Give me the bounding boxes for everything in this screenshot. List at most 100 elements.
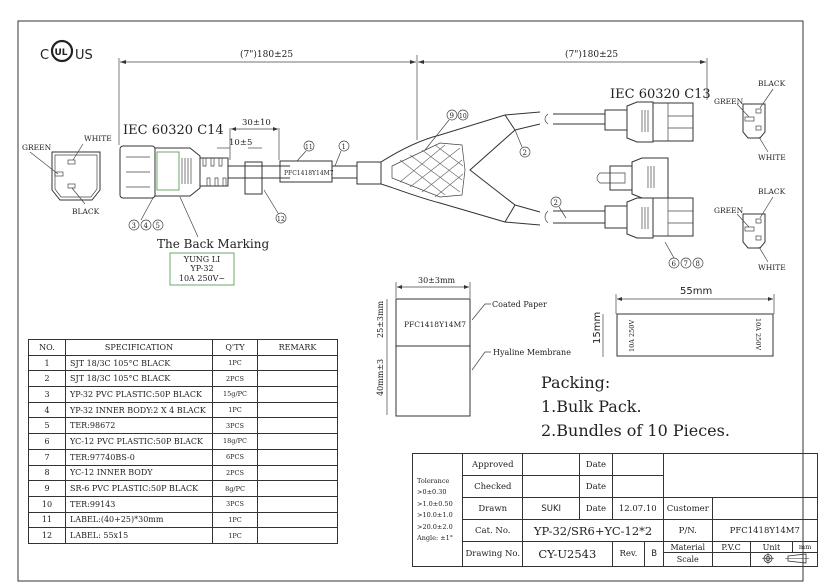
bom-remark <box>257 495 338 513</box>
callout-3-4-5: 3 4 5 <box>128 197 164 231</box>
bom-remark <box>257 386 338 403</box>
bom-no: 5 <box>28 417 66 435</box>
svg-text:UL: UL <box>55 48 68 58</box>
svg-text:PFC1418Y14M7: PFC1418Y14M7 <box>284 170 334 177</box>
bom-no: 8 <box>28 464 66 482</box>
bom-qty: 2PCS <box>212 464 258 482</box>
svg-text:55mm: 55mm <box>680 286 712 297</box>
svg-text:9: 9 <box>450 112 454 120</box>
bom-no: 4 <box>28 401 66 419</box>
svg-text:WHITE: WHITE <box>84 134 112 143</box>
svg-text:7: 7 <box>684 260 688 268</box>
checked-value <box>522 475 581 498</box>
company-area <box>663 453 818 498</box>
svg-text:WHITE: WHITE <box>758 263 786 272</box>
tolerance-line: >10.0±1.0 <box>417 511 453 519</box>
bom-no: 9 <box>28 480 66 497</box>
tolerance-line: >0±0.30 <box>417 488 447 496</box>
bom-qty: 15g/PC <box>212 386 258 403</box>
header-specification: SPECIFICATION <box>65 339 213 356</box>
scale-value <box>711 552 751 567</box>
svg-text:4: 4 <box>144 222 149 230</box>
y-splitter <box>356 111 541 226</box>
checked-date-label: Date <box>579 475 613 498</box>
pn-label: P/N. <box>663 519 713 542</box>
svg-text:2.Bundles of 10 Pieces.: 2.Bundles of 10 Pieces. <box>541 421 730 440</box>
pn-value: PFC1418Y14M7 <box>711 519 818 542</box>
header-remark: REMARK <box>257 339 338 356</box>
svg-text:The Back Marking: The Back Marking <box>157 237 269 251</box>
bom-no: 10 <box>28 495 66 513</box>
bom-spec: TER:99143 <box>65 495 213 513</box>
dimension-cord-left: (7")180±25 <box>118 49 418 145</box>
bom-qty: 6PCS <box>212 448 258 466</box>
svg-text:BLACK: BLACK <box>758 79 786 88</box>
checked-date-value <box>611 475 665 498</box>
svg-text:YUNG LI: YUNG LI <box>183 255 220 264</box>
cord-top <box>544 113 605 125</box>
svg-text:2: 2 <box>554 199 558 207</box>
svg-text:25±3mm: 25±3mm <box>376 300 385 338</box>
svg-text:30±10: 30±10 <box>242 118 271 128</box>
bom-remark <box>257 370 338 388</box>
callout-2-bottom: 2 <box>550 196 567 219</box>
cul-us-logo: C UL US <box>40 39 93 63</box>
c13-plug-top <box>604 101 694 143</box>
callout-9-10: 9 10 <box>424 109 469 151</box>
svg-text:GREEN: GREEN <box>714 97 744 106</box>
svg-text:US: US <box>75 48 93 63</box>
bom-spec: LABEL:(40+25)*30mm <box>65 511 213 529</box>
svg-text:WHITE: WHITE <box>758 153 786 162</box>
svg-text:GREEN: GREEN <box>22 143 52 152</box>
bom-no: 7 <box>28 448 66 466</box>
material-value: P.V.C <box>711 541 751 553</box>
svg-text:10A 250V: 10A 250V <box>754 318 762 350</box>
bom-qty: 8g/PC <box>212 480 258 497</box>
drawn-date-label: Date <box>579 497 613 520</box>
tolerance-block: Tolerance >0±0.30 >1.0±0.50 >10.0±1.0 >2… <box>411 453 464 567</box>
bom-no: 1 <box>28 354 66 372</box>
svg-text:BLACK: BLACK <box>72 207 100 216</box>
bom-spec: YP-32 PVC PLASTIC:50P BLACK <box>65 386 213 403</box>
tolerance-title: Tolerance <box>417 476 450 485</box>
bom-remark <box>257 511 338 529</box>
bom-qty: 2PCS <box>212 370 258 388</box>
bom-no: 2 <box>28 370 66 388</box>
approved-label: Approved <box>462 453 524 476</box>
bom-spec: TER:98672 <box>65 417 213 435</box>
approved-value <box>522 453 581 476</box>
bom-qty: 1PC <box>212 527 258 544</box>
drawing-frame <box>17 20 804 582</box>
bom-spec: YC-12 INNER BODY <box>65 464 213 482</box>
unit-label: Unit <box>749 541 794 553</box>
svg-text:YP-32: YP-32 <box>189 264 213 273</box>
svg-text:(7")180±25: (7")180±25 <box>565 49 618 60</box>
small-label-detail: 55mm 15mm 10A 250V 10A 250V <box>592 286 775 357</box>
bom-remark <box>257 354 338 372</box>
svg-text:BLACK: BLACK <box>758 187 786 196</box>
svg-text:30±3mm: 30±3mm <box>418 276 456 285</box>
svg-text:5: 5 <box>156 222 160 230</box>
bom-spec: TER:97740BS-0 <box>65 448 213 466</box>
bom-remark <box>257 433 338 450</box>
customer-label: Customer <box>663 497 713 520</box>
svg-text:C: C <box>40 48 49 63</box>
svg-text:10A 250V~: 10A 250V~ <box>179 274 225 283</box>
tolerance-line: >20.0±2.0 <box>417 522 453 531</box>
bom-qty: 3PCS <box>212 417 258 435</box>
tolerance-line: Angle: ±1° <box>417 534 454 542</box>
rev-label: Rev. <box>611 541 646 567</box>
svg-text:Packing:: Packing: <box>541 373 610 392</box>
customer-value <box>711 497 818 520</box>
bom-spec: YC-12 PVC PLASTIC:50P BLACK <box>65 433 213 450</box>
title-block: Tolerance >0±0.30 >1.0±0.50 >10.0±1.0 >2… <box>411 453 819 567</box>
